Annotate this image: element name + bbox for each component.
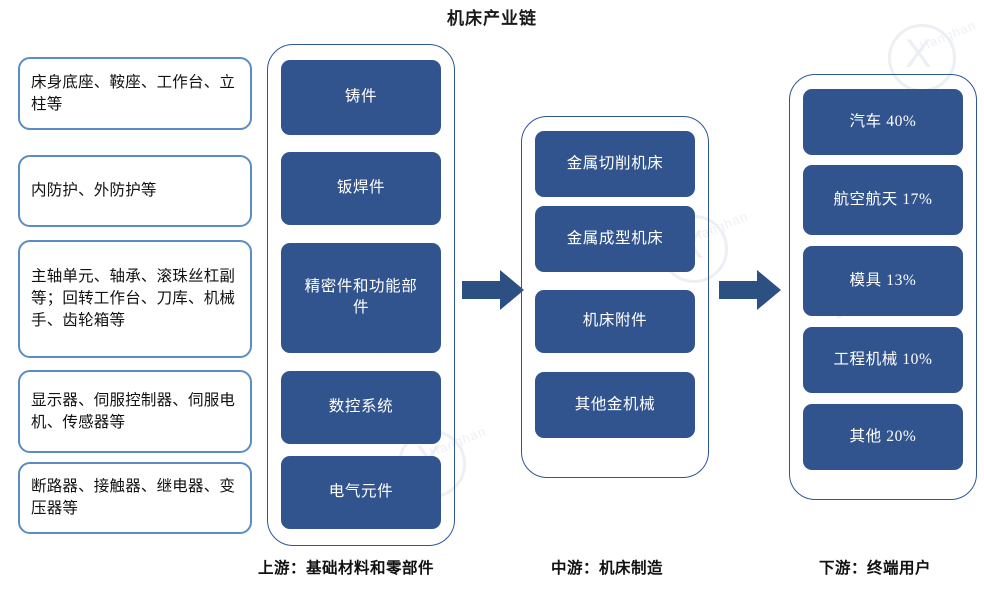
midstream-node[interactable]: 金属切削机床: [535, 131, 695, 197]
upstream-node[interactable]: 电气元件: [281, 456, 441, 529]
midstream-node-label: 其他金机械: [574, 395, 656, 413]
downstream-node-label: 模具 13%: [849, 271, 917, 289]
watermark-x-icon: X: [905, 32, 932, 76]
midstream-node[interactable]: 机床附件: [535, 290, 695, 353]
downstream-caption: 下游：终端用户: [819, 560, 932, 577]
upstream-description-box: 内防护、外防护等: [18, 155, 252, 227]
upstream-description-text: 主轴单元、轴承、滚珠丝杠副等；回转工作台、刀库、机械手、齿轮箱等: [31, 268, 236, 329]
upstream-node[interactable]: 钣焊件: [281, 152, 441, 225]
midstream-node-label: 金属成型机床: [566, 229, 664, 247]
upstream-description-box: 显示器、伺服控制器、伺服电机、传感器等: [18, 370, 252, 453]
downstream-node[interactable]: 航空航天 17%: [803, 165, 963, 235]
midstream-stage-container: [521, 116, 709, 478]
upstream-node-label: 铸件: [344, 88, 378, 106]
downstream-node-label: 航空航天 17%: [833, 190, 933, 208]
upstream-node[interactable]: 数控系统: [281, 371, 441, 444]
upstream-description-text: 断路器、接触器、继电器、变压器等: [31, 478, 236, 517]
upstream-description-text: 内防护、外防护等: [31, 182, 157, 199]
midstream-node-label: 金属切削机床: [566, 154, 664, 172]
upstream-description-text: 显示器、伺服控制器、伺服电机、传感器等: [31, 391, 236, 431]
midstream-caption: 中游：机床制造: [551, 560, 664, 577]
downstream-node[interactable]: 模具 13%: [803, 246, 963, 316]
page-title: 机床产业链: [447, 9, 537, 28]
downstream-node-label: 工程机械 10%: [833, 350, 933, 368]
upstream-description-box: 主轴单元、轴承、滚珠丝杠副等；回转工作台、刀库、机械手、齿轮箱等: [18, 240, 252, 358]
upstream-node[interactable]: 铸件: [281, 60, 441, 135]
upstream-description-box: 床身底座、鞍座、工作台、立柱等: [18, 57, 252, 130]
upstream-stage-container: [267, 44, 455, 546]
downstream-node[interactable]: 汽车 40%: [803, 89, 963, 155]
downstream-node[interactable]: 工程机械 10%: [803, 327, 963, 393]
downstream-stage-container: [789, 74, 977, 500]
arrow-upstream-to-midstream-icon: [462, 268, 524, 312]
upstream-node-label: 数控系统: [328, 398, 394, 416]
midstream-node-label: 机床附件: [582, 312, 648, 330]
upstream-description-box: 断路器、接触器、继电器、变压器等: [18, 462, 252, 534]
upstream-description-text: 床身底座、鞍座、工作台、立柱等: [31, 73, 236, 113]
upstream-node-label: 钣焊件: [336, 179, 386, 197]
downstream-node-label: 汽车 40%: [849, 112, 917, 130]
upstream-node-label: 精密件和功能部件: [304, 278, 418, 316]
arrow-midstream-to-downstream-icon: [719, 268, 781, 312]
midstream-node[interactable]: 其他金机械: [535, 372, 695, 438]
upstream-node[interactable]: 精密件和功能部件: [281, 243, 441, 353]
midstream-node[interactable]: 金属成型机床: [535, 206, 695, 272]
upstream-node-label: 电气元件: [328, 483, 394, 501]
downstream-node-label: 其他 20%: [849, 427, 917, 445]
upstream-caption: 上游：基础材料和零部件: [258, 560, 435, 577]
downstream-node[interactable]: 其他 20%: [803, 404, 963, 470]
